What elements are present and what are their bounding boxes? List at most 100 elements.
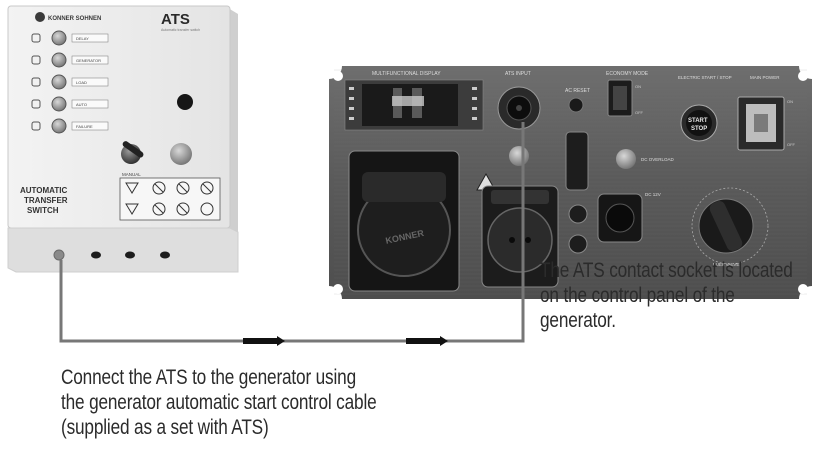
generator-panel: MULTIFUNCTIONAL DISPLAY ATS INPUT AC RES…	[329, 66, 812, 299]
mount-hole-top-right	[798, 71, 808, 81]
indicator-symbol-icon	[31, 121, 41, 131]
dc-terminal-plus	[568, 204, 588, 224]
indicator-led	[51, 96, 67, 112]
indicator-label-plate	[71, 55, 109, 65]
brand-text: KONNER SOHNEN	[48, 16, 101, 22]
brand-logo: KONNER SOHNEN	[35, 12, 101, 22]
ats-black-button[interactable]	[177, 94, 193, 110]
indicator-label: LOAD	[76, 80, 87, 85]
connect-instruction-caption: Connect the ATS to the generator using t…	[61, 365, 377, 440]
electric-start-label: ELECTRIC START / STOP	[678, 75, 732, 80]
dc-plug-connector	[565, 131, 589, 191]
cable-line	[59, 122, 525, 343]
dc-socket[interactable]	[605, 203, 635, 233]
ats-bottom-hole-2	[125, 251, 135, 259]
ac-reset-button[interactable]	[568, 97, 584, 113]
manual-knob[interactable]	[121, 140, 145, 164]
schuko-pin-left	[509, 237, 515, 243]
fuel-valve-ring	[691, 187, 769, 265]
power-on-label: ON	[787, 99, 793, 104]
generator-caption-line-3: generator.	[540, 309, 616, 332]
ats-grey-button[interactable]	[170, 143, 192, 165]
ats-side-label-2: TRANSFER	[24, 196, 68, 205]
read-manual-icon	[152, 181, 166, 195]
ats-side-label-1: AUTOMATIC	[20, 186, 67, 195]
no-fire-icon	[200, 181, 214, 195]
ats-indicator-panel: DELAY GENERATOR LOAD AUTO FAILURE	[31, 30, 109, 134]
mount-hole-top-left	[333, 71, 343, 81]
mount-hole-bottom-right	[798, 284, 808, 294]
power-off-label: OFF	[787, 142, 796, 147]
schuko-socket-lid	[491, 190, 549, 204]
connect-caption-line-1: Connect the ATS to the generator using	[61, 366, 356, 389]
electric-shock-icon	[125, 203, 139, 215]
indicator-label: GENERATOR	[76, 58, 101, 63]
stop-label: STOP	[691, 126, 707, 132]
mount-hole-bottom-left	[333, 284, 343, 294]
connect-caption-line-2: the generator automatic start control ca…	[61, 391, 377, 414]
dc-terminal-minus	[568, 234, 588, 254]
indicator-symbol-icon	[31, 99, 41, 109]
ats-subtitle: Automatic transfer switch	[161, 28, 200, 32]
schuko-socket[interactable]	[487, 207, 553, 273]
ground-icon	[200, 202, 214, 216]
display-window	[392, 96, 424, 106]
no-water-icon	[176, 181, 190, 195]
indicator-symbol-icon	[31, 55, 41, 65]
economy-on-label: ON	[635, 84, 641, 89]
generator-caption-line-2: on the control panel of the	[540, 284, 735, 307]
display-label: MULTIFUNCTIONAL DISPLAY	[372, 71, 441, 77]
generator-socket-caption: The ATS contact socket is located on the…	[540, 258, 793, 333]
economy-mode-label: ECONOMY MODE	[606, 71, 649, 77]
indicator-symbol-icon	[31, 33, 41, 43]
indicator-label-plate	[71, 99, 109, 109]
indicator-label-plate	[71, 33, 109, 43]
no-open-icon	[176, 202, 190, 216]
main-power-rocker-window	[754, 114, 768, 132]
display-indicator-dots	[349, 87, 477, 120]
connect-caption-line-3: (supplied as a set with ATS)	[61, 416, 269, 439]
schuko-pin-right	[525, 237, 531, 243]
ats-input-cap	[509, 146, 529, 166]
indicator-led	[51, 118, 67, 134]
dc-overload-label: DC OVERLOAD	[641, 157, 675, 162]
ats-bottom-hole-1	[91, 251, 101, 259]
cable-arrow-right	[440, 336, 448, 346]
indicator-label: DELAY	[76, 36, 89, 41]
fuel-valve-handle	[709, 201, 743, 251]
dc-overload-button[interactable]	[616, 149, 636, 169]
warning-triangle-icon	[125, 182, 139, 194]
indicator-label: AUTO	[76, 102, 87, 107]
cable-marker-left	[243, 338, 277, 344]
ac-socket-lid	[362, 172, 446, 202]
ats-title: ATS	[161, 11, 190, 28]
ats-cable-gland	[53, 249, 65, 261]
ats-unit: KONNER SOHNEN ATS Automatic transfer swi…	[7, 5, 239, 273]
start-label: START	[688, 118, 708, 124]
ats-side-label-3: SWITCH	[27, 206, 59, 215]
economy-off-label: OFF	[635, 110, 644, 115]
indicator-label-plate	[71, 121, 109, 131]
main-power-label: MAIN POWER	[750, 75, 780, 80]
manual-knob-label: MANUAL	[122, 172, 141, 177]
cable-arrow-left	[277, 336, 285, 346]
indicator-label: FAILURE	[76, 124, 93, 129]
ats-input-label: ATS INPUT	[505, 71, 531, 77]
indicator-label-plate	[71, 77, 109, 87]
economy-switch-rocker	[613, 86, 627, 110]
ats-input-pin	[516, 105, 522, 111]
indicator-led	[51, 74, 67, 90]
indicator-led	[51, 52, 67, 68]
indicator-led	[51, 30, 67, 46]
ats-bottom-hole-3	[160, 251, 170, 259]
generator-caption-line-1: The ATS contact socket is located	[540, 259, 793, 282]
no-touch-icon	[152, 202, 166, 216]
ats-box-bottom	[7, 227, 239, 273]
start-stop-button[interactable]	[686, 110, 712, 136]
fuel-valve-label: FUEL VALVE	[713, 262, 739, 267]
cable-marker-right	[406, 338, 440, 344]
warning-sticker	[119, 177, 221, 221]
ac-reset-label: AC RESET	[565, 88, 590, 94]
indicator-symbol-icon	[31, 77, 41, 87]
dc-socket-label: DC 12V	[645, 192, 661, 197]
